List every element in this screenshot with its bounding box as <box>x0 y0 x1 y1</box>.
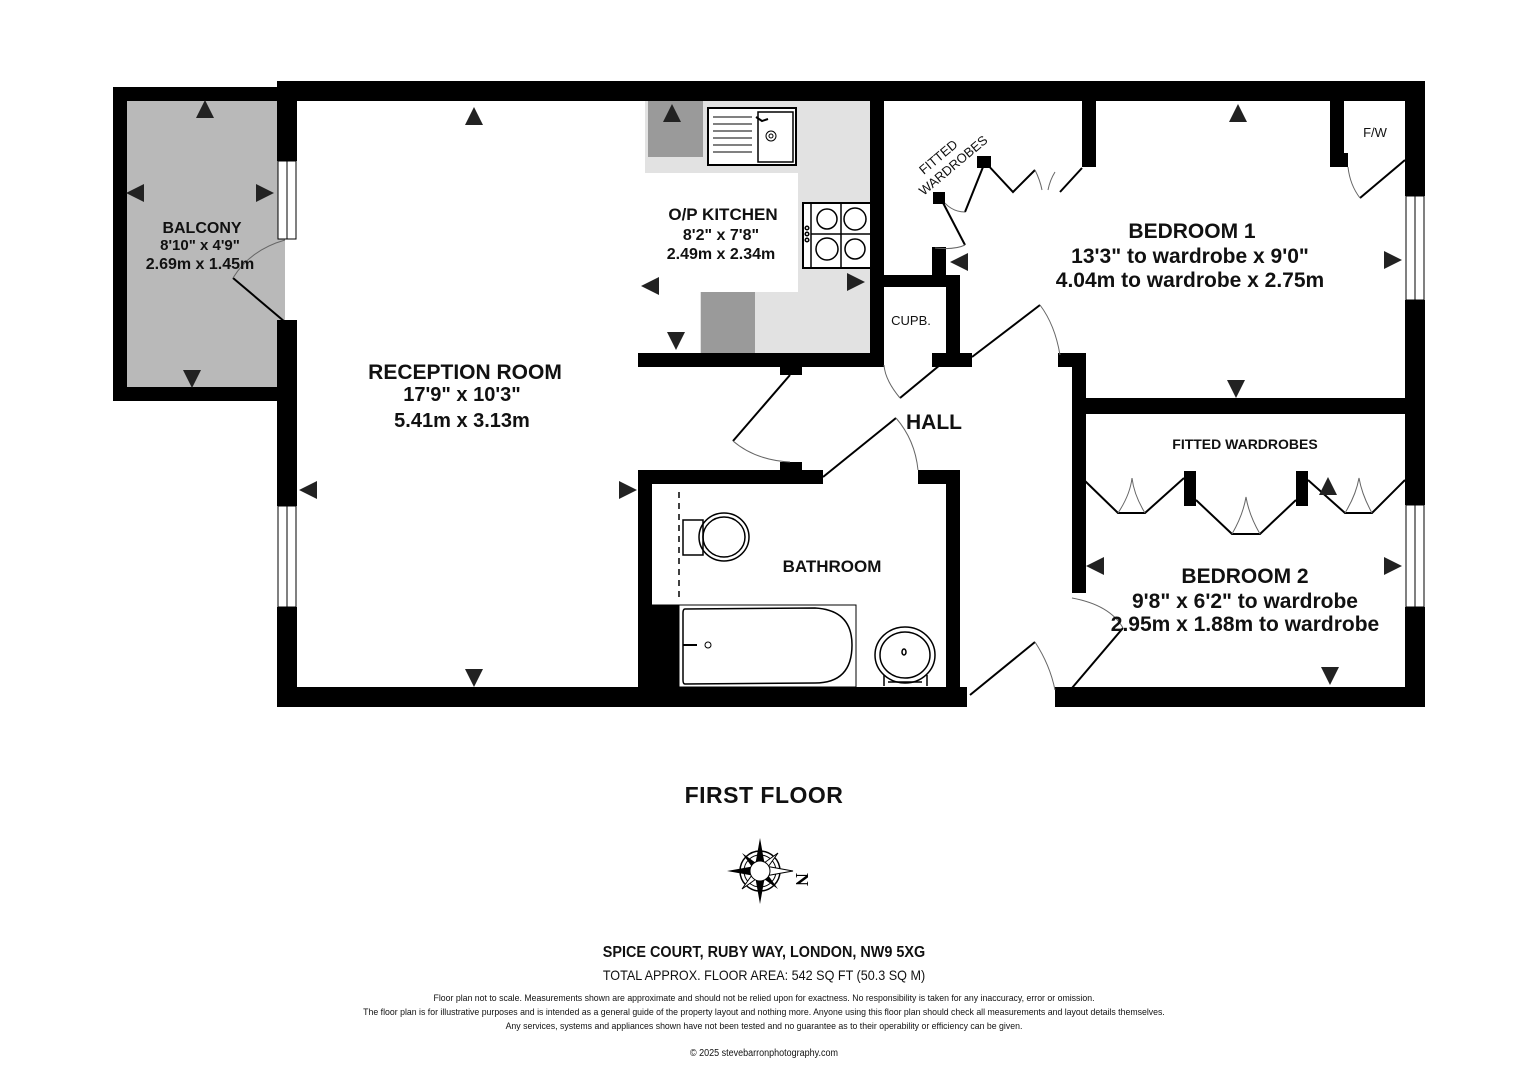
hall-label: HALL <box>906 411 962 434</box>
svg-text:2.69m x 1.45m: 2.69m x 1.45m <box>146 256 255 273</box>
svg-text:4.04m to wardrobe x 2.75m: 4.04m to wardrobe x 2.75m <box>1056 269 1324 292</box>
balcony-label: BALCONY 8'10" x 4'9" 2.69m x 1.45m <box>146 220 255 273</box>
bedroom2-wardrobe-doors <box>1083 477 1406 535</box>
compass-north-label: N <box>792 873 812 886</box>
bath-icon <box>651 604 857 688</box>
svg-text:9'8" x 6'2" to wardrobe: 9'8" x 6'2" to wardrobe <box>1132 590 1358 613</box>
bedroom1-label: BEDROOM 1 13'3" to wardrobe x 9'0" 4.04m… <box>1056 220 1324 292</box>
cupboard-label: CUPB. <box>891 313 931 328</box>
walls <box>277 81 1425 707</box>
bedroom1-wardrobe-doors <box>933 156 1083 250</box>
balcony-area <box>113 87 285 401</box>
disclaimer-line: Floor plan not to scale. Measurements sh… <box>433 993 1095 1004</box>
windows <box>277 160 1425 608</box>
bathroom-label: BATHROOM <box>783 557 882 576</box>
reception-room-label: RECEPTION ROOM 17'9" x 10'3" 5.41m x 3.1… <box>368 361 562 432</box>
fw-label: F/W <box>1363 125 1388 140</box>
svg-text:BALCONY: BALCONY <box>162 220 241 237</box>
svg-text:BEDROOM 2: BEDROOM 2 <box>1181 565 1308 588</box>
svg-text:2.49m x 2.34m: 2.49m x 2.34m <box>667 246 776 263</box>
svg-text:13'3" to wardrobe x 9'0": 13'3" to wardrobe x 9'0" <box>1071 245 1309 268</box>
svg-text:2.95m x 1.88m to wardrobe: 2.95m x 1.88m to wardrobe <box>1111 613 1379 636</box>
svg-text:8'10" x 4'9": 8'10" x 4'9" <box>160 237 240 254</box>
total-floor-area: TOTAL APPROX. FLOOR AREA: 542 SQ FT (50.… <box>602 967 926 983</box>
kitchen-sink-icon <box>707 107 797 166</box>
disclaimer-line: The floor plan is for illustrative purpo… <box>363 1007 1165 1018</box>
svg-text:5.41m x 3.13m: 5.41m x 3.13m <box>394 410 530 432</box>
svg-text:17'9" x 10'3": 17'9" x 10'3" <box>403 384 520 406</box>
floor-title: FIRST FLOOR <box>684 782 844 808</box>
fitted-wardrobes-label-bedroom2: FITTED WARDROBES <box>1172 436 1317 452</box>
svg-text:O/P KITCHEN: O/P KITCHEN <box>668 205 777 224</box>
toilet-icon <box>678 492 750 600</box>
dimension-arrows <box>126 100 1402 687</box>
disclaimer-line: Any services, systems and appliances sho… <box>505 1021 1023 1032</box>
kitchen-label: O/P KITCHEN 8'2" x 7'8" 2.49m x 2.34m <box>667 205 778 263</box>
bedroom2-label: BEDROOM 2 9'8" x 6'2" to wardrobe 2.95m … <box>1111 565 1379 636</box>
svg-text:8'2" x 7'8": 8'2" x 7'8" <box>683 227 759 244</box>
disclaimer: Floor plan not to scale. Measurements sh… <box>61 992 1467 1034</box>
svg-text:RECEPTION ROOM: RECEPTION ROOM <box>368 361 562 384</box>
property-address: SPICE COURT, RUBY WAY, LONDON, NW9 5XG <box>602 944 926 961</box>
copyright: © 2025 stevebarronphotography.com <box>689 1048 839 1059</box>
compass-icon: N <box>727 838 812 904</box>
svg-text:BEDROOM 1: BEDROOM 1 <box>1128 220 1256 243</box>
hob-icon <box>802 202 872 269</box>
basin-icon <box>874 626 936 686</box>
doors <box>232 159 1406 696</box>
